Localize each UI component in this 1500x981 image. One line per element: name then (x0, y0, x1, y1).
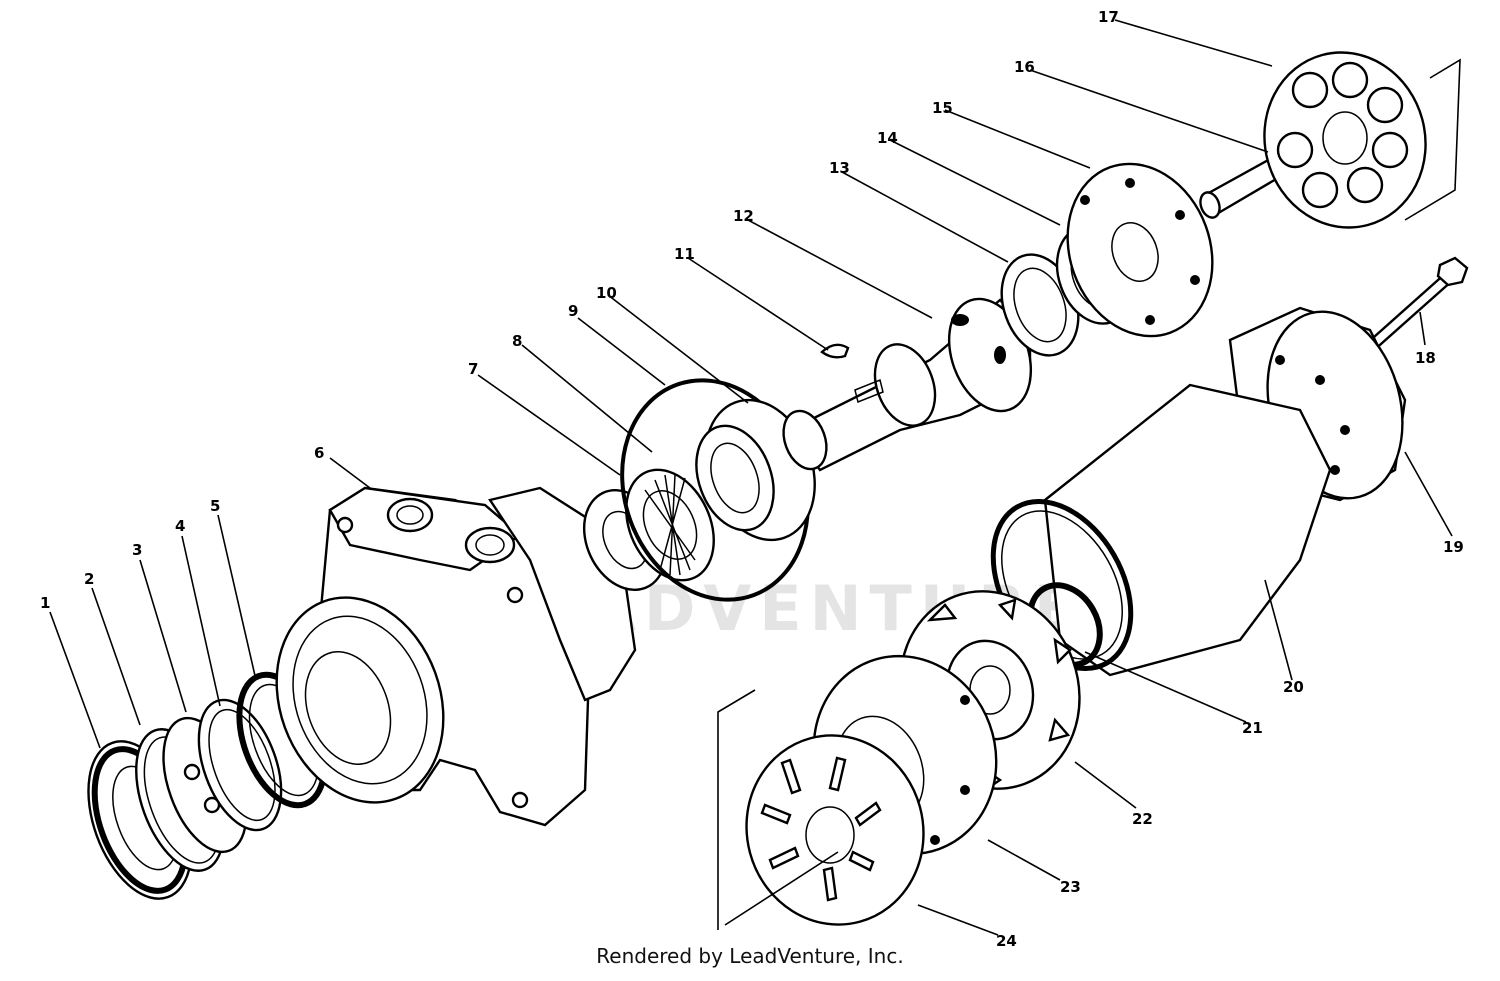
callout-10: 10 (596, 284, 617, 302)
callout-5: 5 (210, 497, 220, 515)
callout-12: 12 (733, 207, 754, 225)
callout-7: 7 (468, 360, 478, 378)
callout-14: 14 (877, 129, 898, 147)
callout-1: 1 (40, 594, 50, 612)
callout-3: 3 (132, 541, 142, 559)
callout-19: 19 (1443, 538, 1464, 556)
callout-13: 13 (829, 159, 850, 177)
callout-6: 6 (314, 444, 324, 462)
credit-line: Rendered by LeadVenture, Inc. (596, 944, 904, 968)
part-15-end-plate (1066, 162, 1214, 338)
callout-21: 21 (1242, 719, 1263, 737)
part-18-bolt (1363, 256, 1469, 354)
part-11-key (820, 343, 850, 359)
callout-24: 24 (996, 932, 1017, 950)
callout-11: 11 (674, 245, 695, 263)
callout-8: 8 (512, 332, 522, 350)
part-4-washer (197, 698, 283, 832)
callout-22: 22 (1132, 810, 1153, 828)
callout-20: 20 (1283, 678, 1304, 696)
callout-23: 23 (1060, 878, 1081, 896)
callout-16: 16 (1014, 58, 1035, 76)
callout-9: 9 (568, 302, 578, 320)
callout-numbers: 1 2 3 4 5 6 7 8 9 10 11 12 13 14 15 16 1… (40, 8, 1464, 950)
part-17-geroler (1263, 51, 1427, 229)
callout-15: 15 (932, 99, 953, 117)
part-24-manifold (745, 734, 925, 926)
callout-17: 17 (1098, 8, 1119, 26)
bracket-17 (1404, 58, 1461, 221)
callout-2: 2 (84, 570, 94, 588)
leader-lines (49, 19, 1453, 936)
callout-18: 18 (1415, 349, 1436, 367)
callout-4: 4 (175, 517, 185, 535)
bracket-24 (717, 689, 756, 930)
part-6-housing (275, 486, 637, 827)
